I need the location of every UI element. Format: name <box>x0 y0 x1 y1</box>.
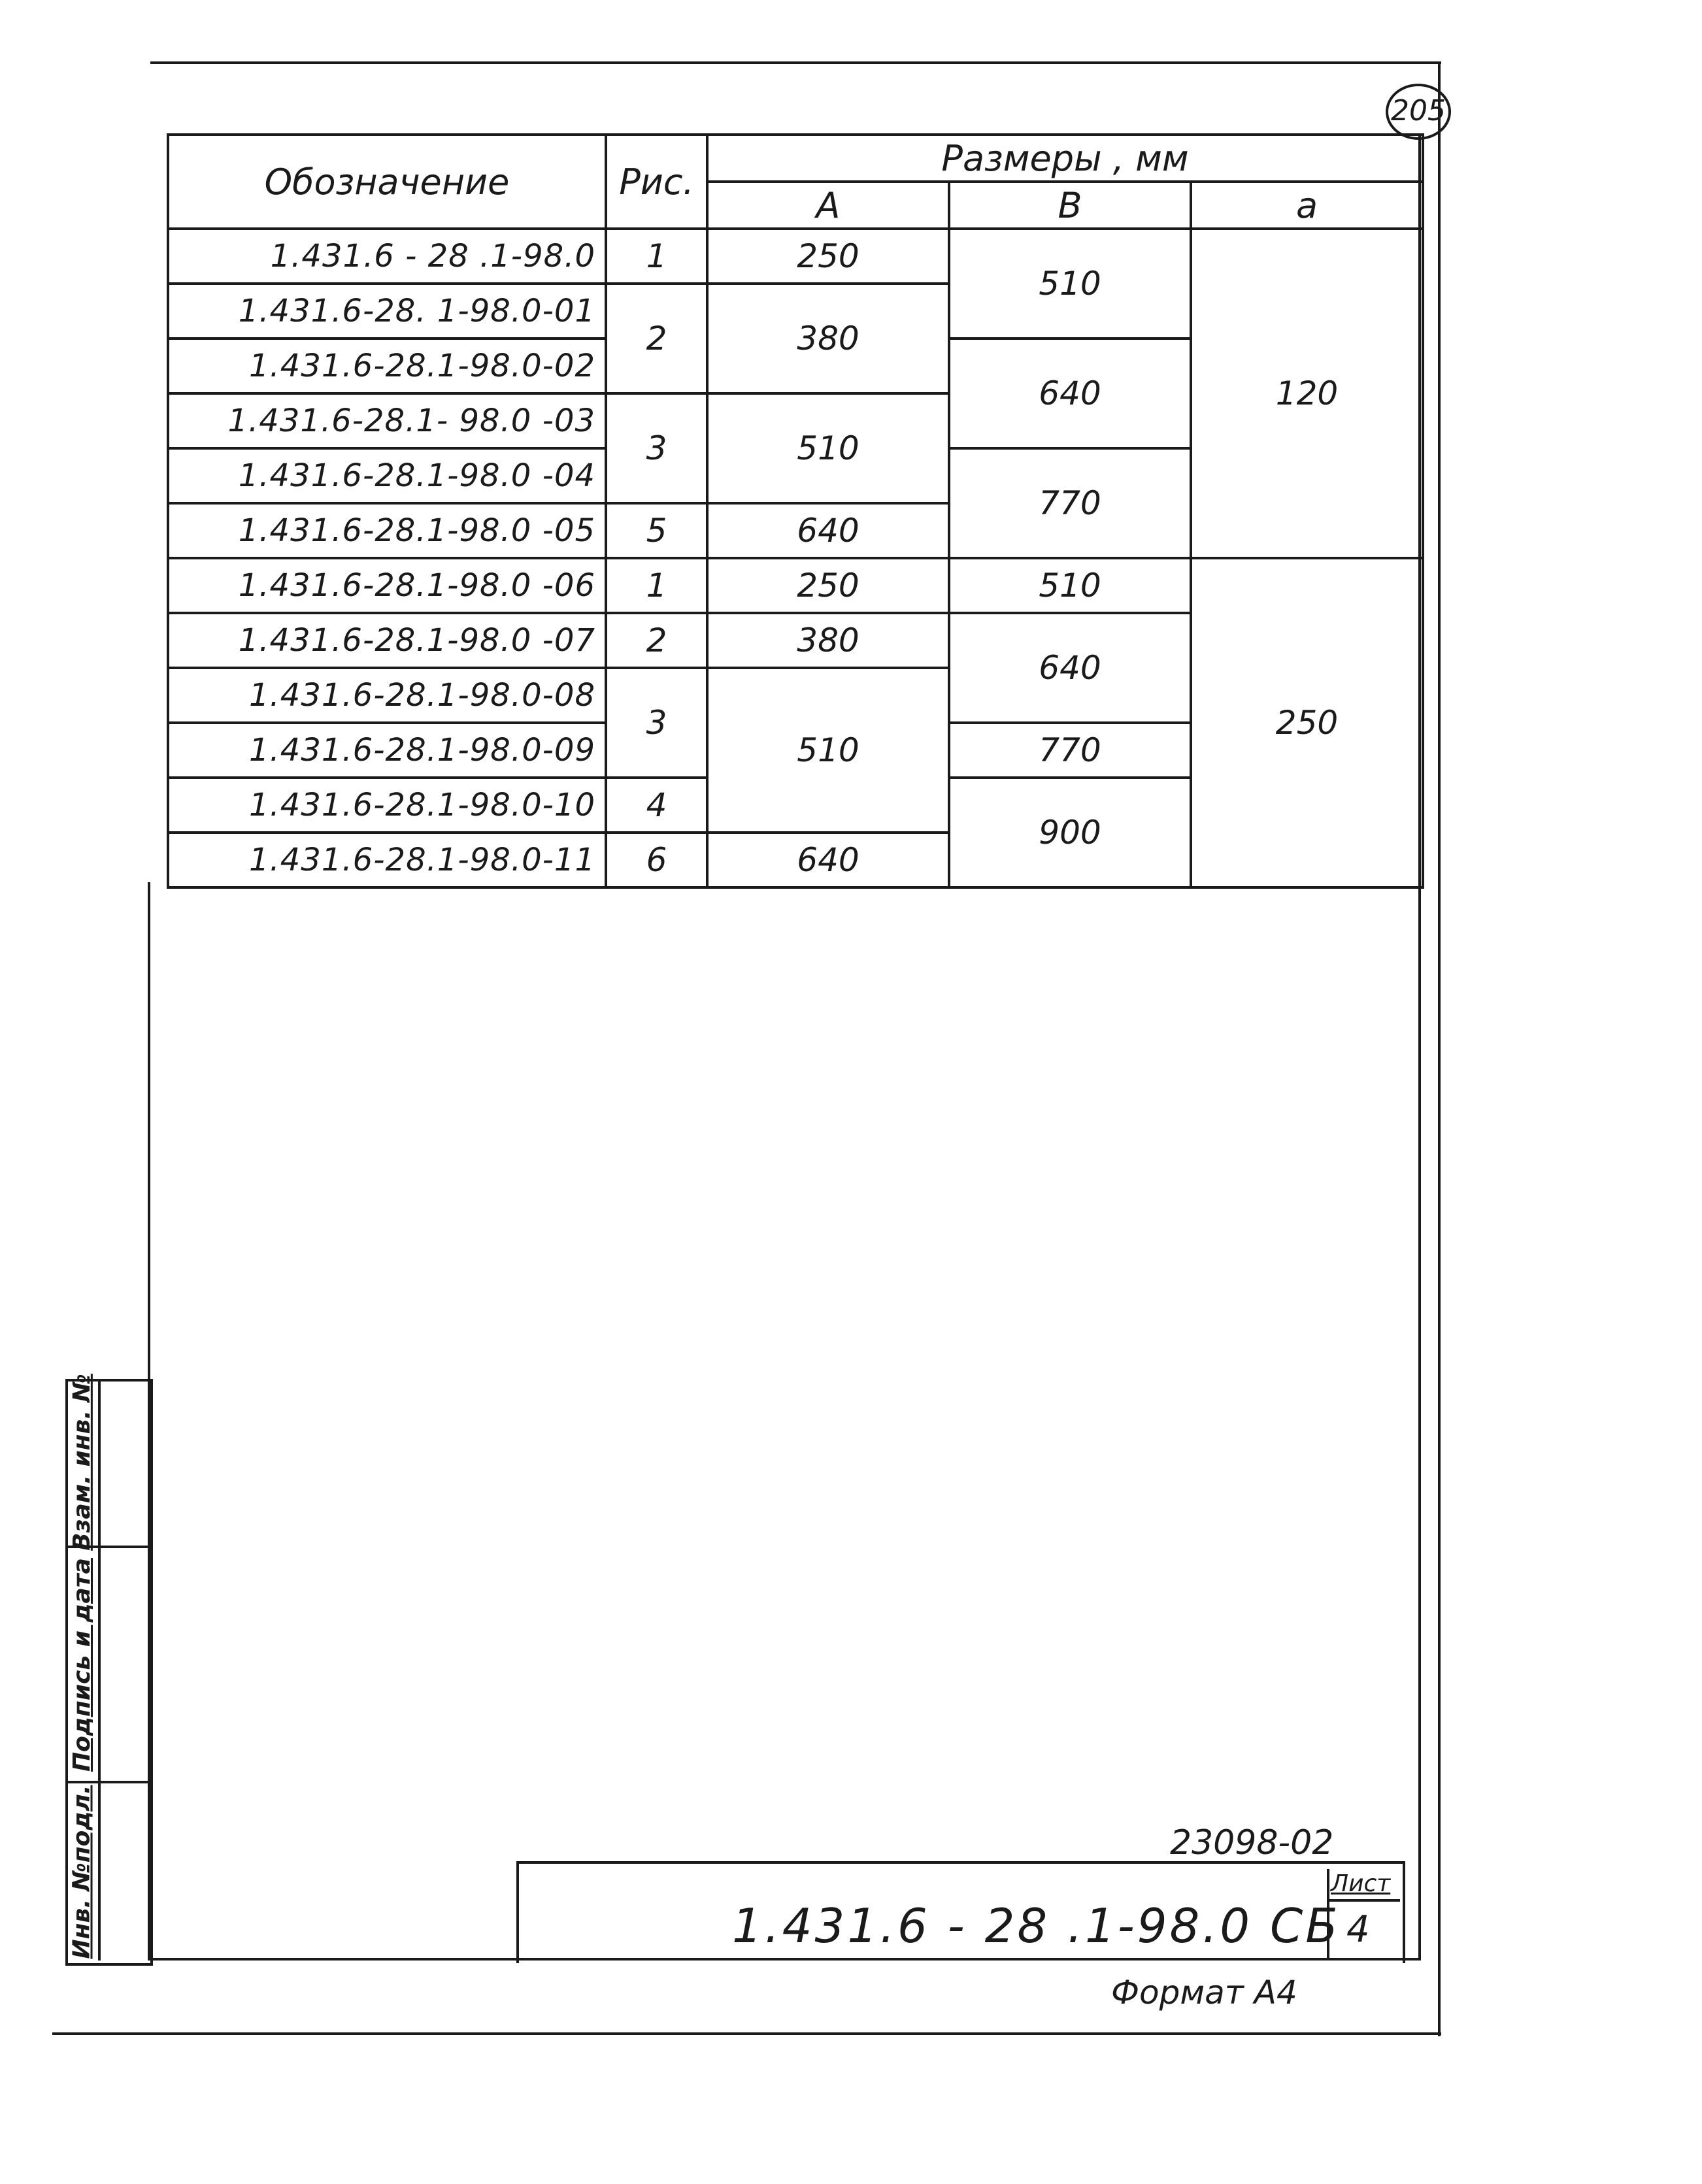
designation-cell: 1.431.6-28.1-98.0-10 <box>167 776 607 834</box>
designation-cell: 1.431.6-28.1- 98.0 -03 <box>167 392 607 450</box>
B-cell: 640 <box>948 337 1192 450</box>
side-stamp-row <box>65 1546 148 1548</box>
fig-cell: 2 <box>605 282 709 395</box>
designation-cell: 1.431.6-28.1-98.0 -07 <box>167 612 607 669</box>
page-number: 205 <box>1386 84 1451 140</box>
fig-header: Рис. <box>605 133 709 230</box>
designation-cell: 1.431.6-28.1-98.0 -04 <box>167 447 607 505</box>
dimensions-table: Обозначение Рис. Размеры , мм A B a 1.43… <box>167 133 1424 889</box>
designation-header: Обозначение <box>167 133 607 230</box>
fig-cell: 2 <box>605 612 709 669</box>
table-row: 1.431.6-28.1- 98.0 -03 3 510 <box>167 392 1423 505</box>
designation-cell: 1.431.6-28.1-98.0-02 <box>167 337 607 395</box>
side-stamp <box>65 1379 153 1966</box>
frame-right-line <box>1418 133 1421 1961</box>
A-cell: 250 <box>706 227 950 285</box>
fig-cell: 4 <box>605 776 709 834</box>
fig-cell: 5 <box>605 502 709 559</box>
A-cell: 380 <box>706 282 950 395</box>
fig-cell: 1 <box>605 557 709 614</box>
B-cell: 770 <box>948 447 1192 559</box>
fig-cell: 3 <box>605 392 709 505</box>
sheet-box <box>1327 1869 1401 1961</box>
doc-number: 23098-02 <box>1170 1823 1334 1862</box>
fig-cell: 1 <box>605 227 709 285</box>
A-cell: 640 <box>706 831 950 889</box>
A-cell: 510 <box>706 392 950 505</box>
side-stamp-divider <box>98 1379 101 1961</box>
table-row: 1.431.6-28.1-98.0-02 640 <box>167 337 1423 450</box>
table-row: 1.431.6-28.1-98.0-09 770 <box>167 721 1423 779</box>
table-row: 1.431.6-28.1-98.0 -07 2 380 640 <box>167 612 1423 724</box>
a-cell: 120 <box>1190 227 1424 559</box>
table-row: 1.431.6-28.1-98.0-08 3 510 <box>167 667 1423 834</box>
A-cell: 640 <box>706 502 950 559</box>
fig-cell: 3 <box>605 667 709 779</box>
table-row: 1.431.6 - 28 .1-98.0 1 250 510 120 <box>167 227 1424 559</box>
side-stamp-replace-inv: Взам. инв. № <box>68 1374 95 1551</box>
title-block <box>516 1861 1405 1963</box>
title-block-code: 1.431.6 - 28 .1-98.0 СБ <box>732 1898 1341 1953</box>
B-cell: 510 <box>948 557 1192 614</box>
sheet-number: 4 <box>1346 1908 1370 1951</box>
B-cell: 510 <box>948 227 1192 340</box>
table-row: 1.431.6-28. 1-98.0-01 2 380 <box>167 282 1423 395</box>
table-row: 1.431.6-28.1-98.0 -05 5 640 <box>167 502 1423 559</box>
col-A-header: A <box>706 180 950 230</box>
page-bottom-line <box>52 2032 1441 2035</box>
designation-cell: 1.431.6 - 28 .1-98.0 <box>167 227 607 285</box>
B-cell: 900 <box>948 776 1192 889</box>
designation-cell: 1.431.6-28.1-98.0-11 <box>167 831 607 889</box>
table-row: 1.431.6-28.1-98.0 -04 770 <box>167 447 1423 559</box>
designation-cell: 1.431.6-28.1-98.0 -05 <box>167 502 607 559</box>
A-cell: 250 <box>706 557 950 614</box>
side-stamp-inv-original: Инв. №подл. <box>68 1785 95 1959</box>
side-stamp-row <box>65 1781 148 1783</box>
col-a-header: a <box>1190 180 1424 230</box>
B-cell: 770 <box>948 721 1192 779</box>
designation-cell: 1.431.6-28.1-98.0 -06 <box>167 557 607 614</box>
fig-cell: 6 <box>605 831 709 889</box>
B-cell: 640 <box>948 612 1192 724</box>
frame-bottom-line <box>148 1958 1421 1961</box>
dimensions-header: Размеры , мм <box>706 133 1424 183</box>
designation-cell: 1.431.6-28. 1-98.0-01 <box>167 282 607 340</box>
designation-cell: 1.431.6-28.1-98.0-08 <box>167 667 607 724</box>
A-cell: 380 <box>706 612 950 669</box>
side-stamp-signature-date: Подпись и дата <box>68 1557 95 1772</box>
table-row: 1.431.6-28.1-98.0 -06 1 250 510 250 <box>167 557 1424 889</box>
frame-left-line <box>148 882 150 1961</box>
sheet-label: Лист <box>1331 1870 1391 1897</box>
subheader-row: A B a <box>168 180 1424 230</box>
header-row: Обозначение Рис. Размеры , мм <box>167 133 1424 230</box>
A-cell: 510 <box>706 667 950 834</box>
format-label: Формат А4 <box>1111 1974 1297 2011</box>
top-border-line <box>150 61 1441 64</box>
right-border-line <box>1438 61 1441 2036</box>
table-row: 1.431.6-28.1-98.0-11 6 640 <box>167 831 1423 889</box>
sheet-separator <box>1327 1899 1400 1902</box>
a-cell: 250 <box>1190 557 1424 889</box>
designation-cell: 1.431.6-28.1-98.0-09 <box>167 721 607 779</box>
table-row: 1.431.6-28.1-98.0-10 4 900 <box>167 776 1423 889</box>
col-B-header: B <box>948 180 1192 230</box>
